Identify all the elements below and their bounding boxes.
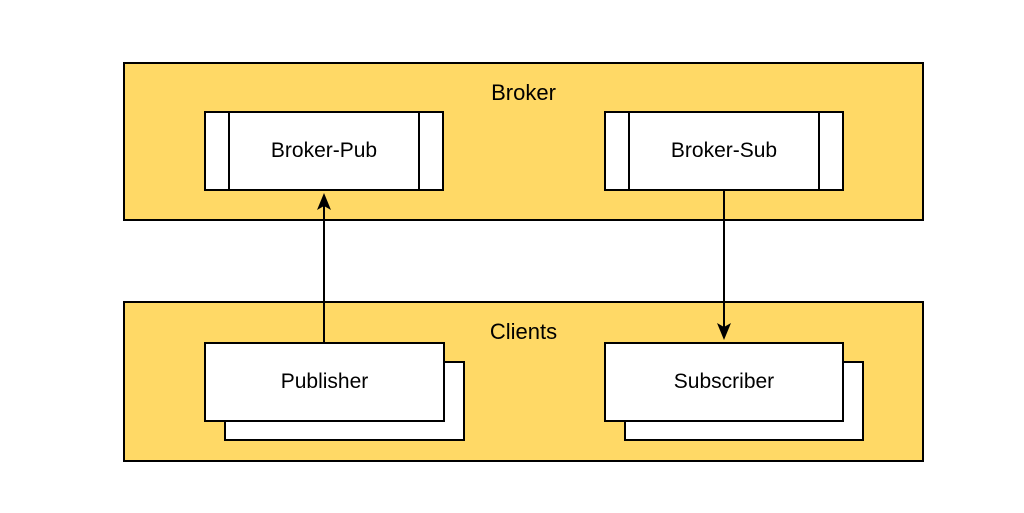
subscriber-label: Subscriber [673, 370, 775, 393]
broker-pub-label: Broker-Pub [270, 139, 378, 162]
broker-title: Broker [491, 80, 556, 105]
subscriber-box: Subscriber [604, 342, 844, 422]
broker-pub-box: Broker-Pub [204, 111, 444, 191]
broker-pub-right-bar [418, 113, 420, 189]
publisher-label: Publisher [280, 370, 369, 393]
broker-sub-left-bar [628, 113, 630, 189]
publisher-to-broker-pub-arrow [317, 193, 331, 342]
publisher-box: Publisher [204, 342, 445, 422]
broker-sub-label: Broker-Sub [670, 139, 778, 162]
broker-sub-to-subscriber-arrow [717, 191, 731, 340]
broker-sub-right-bar [818, 113, 820, 189]
broker-sub-box: Broker-Sub [604, 111, 844, 191]
clients-title: Clients [489, 319, 558, 344]
broker-pub-left-bar [228, 113, 230, 189]
